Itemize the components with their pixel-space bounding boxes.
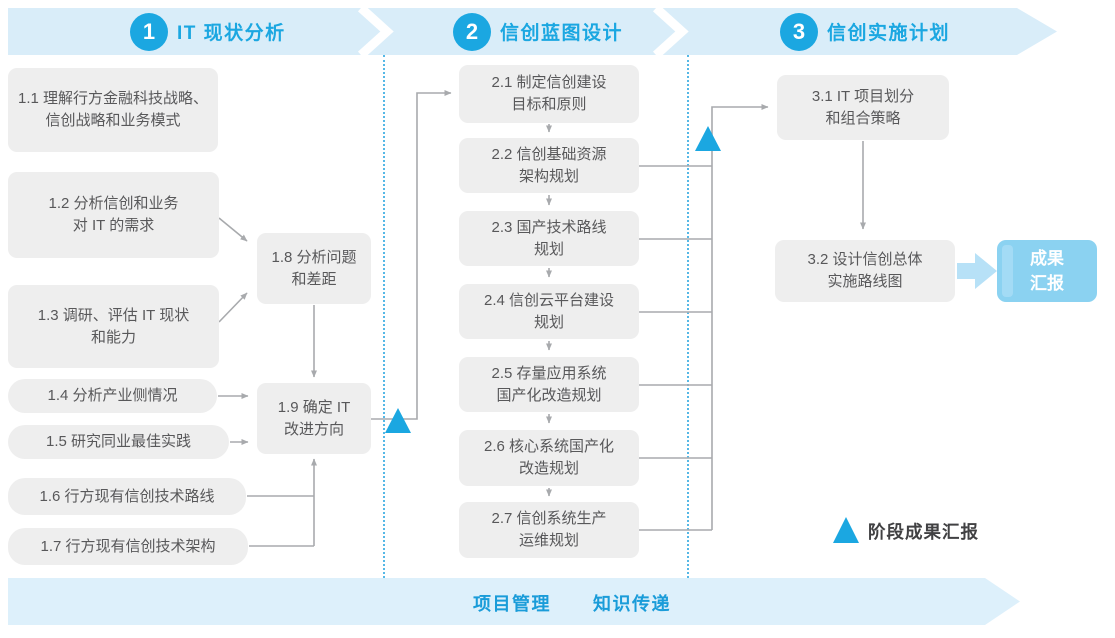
footer-label-knowledge-transfer: 知识传递 xyxy=(593,594,671,614)
legend-milestone-triangle-icon xyxy=(833,517,859,543)
step-3-1: 3.1 IT 项目划分 和组合策略 xyxy=(777,75,949,140)
step-1-7: 1.7 行方现有信创技术架构 xyxy=(8,528,248,565)
step-label: 2.4 信创云平台建设 xyxy=(483,291,615,309)
step-label: 国产化改造规划 xyxy=(496,386,602,404)
footer-label-project-management: 项目管理 xyxy=(473,594,551,614)
step-3-2: 3.2 设计信创总体 实施路线图 xyxy=(775,240,955,302)
step-label: 和组合策略 xyxy=(825,109,901,127)
arrow-1-3-to-1-8 xyxy=(218,292,248,323)
step-2-6: 2.6 核心系统国产化 改造规划 xyxy=(459,430,639,486)
step-label: 1.6 行方现有信创技术路线 xyxy=(39,487,215,505)
step-label: 2.7 信创系统生产 xyxy=(491,510,607,528)
deliverable-report-box: 成果 汇报 xyxy=(997,240,1097,302)
step-label: 和能力 xyxy=(90,328,136,346)
phase-3-number-badge: 3 xyxy=(780,12,818,51)
step-label: 改进方向 xyxy=(283,420,344,438)
step-1-3: 1.3 调研、评估 IT 现状 和能力 xyxy=(8,285,219,368)
thick-arrow-icon xyxy=(957,253,997,289)
step-label: 2.1 制定信创建设 xyxy=(491,74,607,92)
phase-1-header: 1 IT 现状分析 xyxy=(130,12,286,51)
step-label: 1.7 行方现有信创技术架构 xyxy=(40,537,216,555)
step-label: 和差距 xyxy=(291,270,337,288)
phase-3-header: 3 信创实施计划 xyxy=(780,12,950,51)
step-2-5: 2.5 存量应用系统 国产化改造规划 xyxy=(459,357,639,412)
deliverable-label: 汇报 xyxy=(1030,274,1064,293)
phase-separator-dotted-line xyxy=(687,55,689,578)
phase-3-title: 信创实施计划 xyxy=(827,23,951,44)
step-label: 2.5 存量应用系统 xyxy=(491,364,607,382)
step-label: 运维规划 xyxy=(518,532,579,549)
step-label: 实施路线图 xyxy=(827,273,903,290)
phase-separator-dotted-line xyxy=(383,55,385,578)
collector-to-3-1 xyxy=(711,104,769,530)
milestone-triangle-icon xyxy=(385,408,411,433)
step-1-4: 1.4 分析产业侧情况 xyxy=(8,379,217,413)
step-label: 改造规划 xyxy=(518,460,579,477)
step-label: 2.6 核心系统国产化 xyxy=(483,438,615,456)
legend-label: 阶段成果汇报 xyxy=(868,522,979,542)
step-1-1: 1.1 理解行方金融科技战略、 信创战略和业务模式 xyxy=(8,68,218,152)
step-label: 1.4 分析产业侧情况 xyxy=(47,387,178,405)
step-2-3: 2.3 国产技术路线 规划 xyxy=(459,211,639,266)
step-label: 3.1 IT 项目划分 xyxy=(811,87,915,105)
step-2-1: 2.1 制定信创建设 目标和原则 xyxy=(459,65,639,123)
milestone-triangle-icon xyxy=(695,126,721,151)
step-label: 1.9 确定 IT xyxy=(277,398,351,416)
phase-2-number-badge: 2 xyxy=(453,12,491,51)
step-1-5: 1.5 研究同业最佳实践 xyxy=(8,425,229,459)
phase-2-header: 2 信创蓝图设计 xyxy=(453,12,623,51)
step-label: 1.1 理解行方金融科技战略、 xyxy=(17,90,209,108)
step-2-7: 2.7 信创系统生产 运维规划 xyxy=(459,502,639,558)
phase-1-title: IT 现状分析 xyxy=(177,23,286,44)
step-label: 1.8 分析问题 xyxy=(271,248,357,266)
step-label: 3.2 设计信创总体 xyxy=(807,251,923,269)
step-label: 对 IT 的需求 xyxy=(72,217,155,234)
deliverable-label: 成果 xyxy=(1030,248,1064,268)
chevron-separator-icon xyxy=(357,4,394,59)
step-1-6: 1.6 行方现有信创技术路线 xyxy=(8,478,246,515)
step-label: 2.3 国产技术路线 xyxy=(491,218,607,236)
chevron-separator-icon xyxy=(652,4,689,59)
step-label: 规划 xyxy=(533,240,564,258)
step-label: 1.5 研究同业最佳实践 xyxy=(45,433,192,451)
step-label: 规划 xyxy=(533,313,564,331)
step-label: 1.2 分析信创和业务 xyxy=(48,195,179,213)
step-1-2: 1.2 分析信创和业务 对 IT 的需求 xyxy=(8,172,219,258)
step-label: 2.2 信创基础资源 xyxy=(491,145,607,163)
arrow-1-2-to-1-8 xyxy=(218,217,248,242)
step-2-2: 2.2 信创基础资源 架构规划 xyxy=(459,138,639,193)
step-label: 1.3 调研、评估 IT 现状 xyxy=(37,306,190,324)
step-1-9: 1.9 确定 IT 改进方向 xyxy=(257,383,371,454)
step-label: 信创战略和业务模式 xyxy=(45,112,181,129)
phase-1-number-badge: 1 xyxy=(130,12,168,51)
step-2-4: 2.4 信创云平台建设 规划 xyxy=(459,284,639,339)
phase-2-title: 信创蓝图设计 xyxy=(500,23,624,44)
step-label: 目标和原则 xyxy=(511,96,587,113)
step-label: 架构规划 xyxy=(518,167,579,185)
step-1-8: 1.8 分析问题 和差距 xyxy=(257,233,371,304)
